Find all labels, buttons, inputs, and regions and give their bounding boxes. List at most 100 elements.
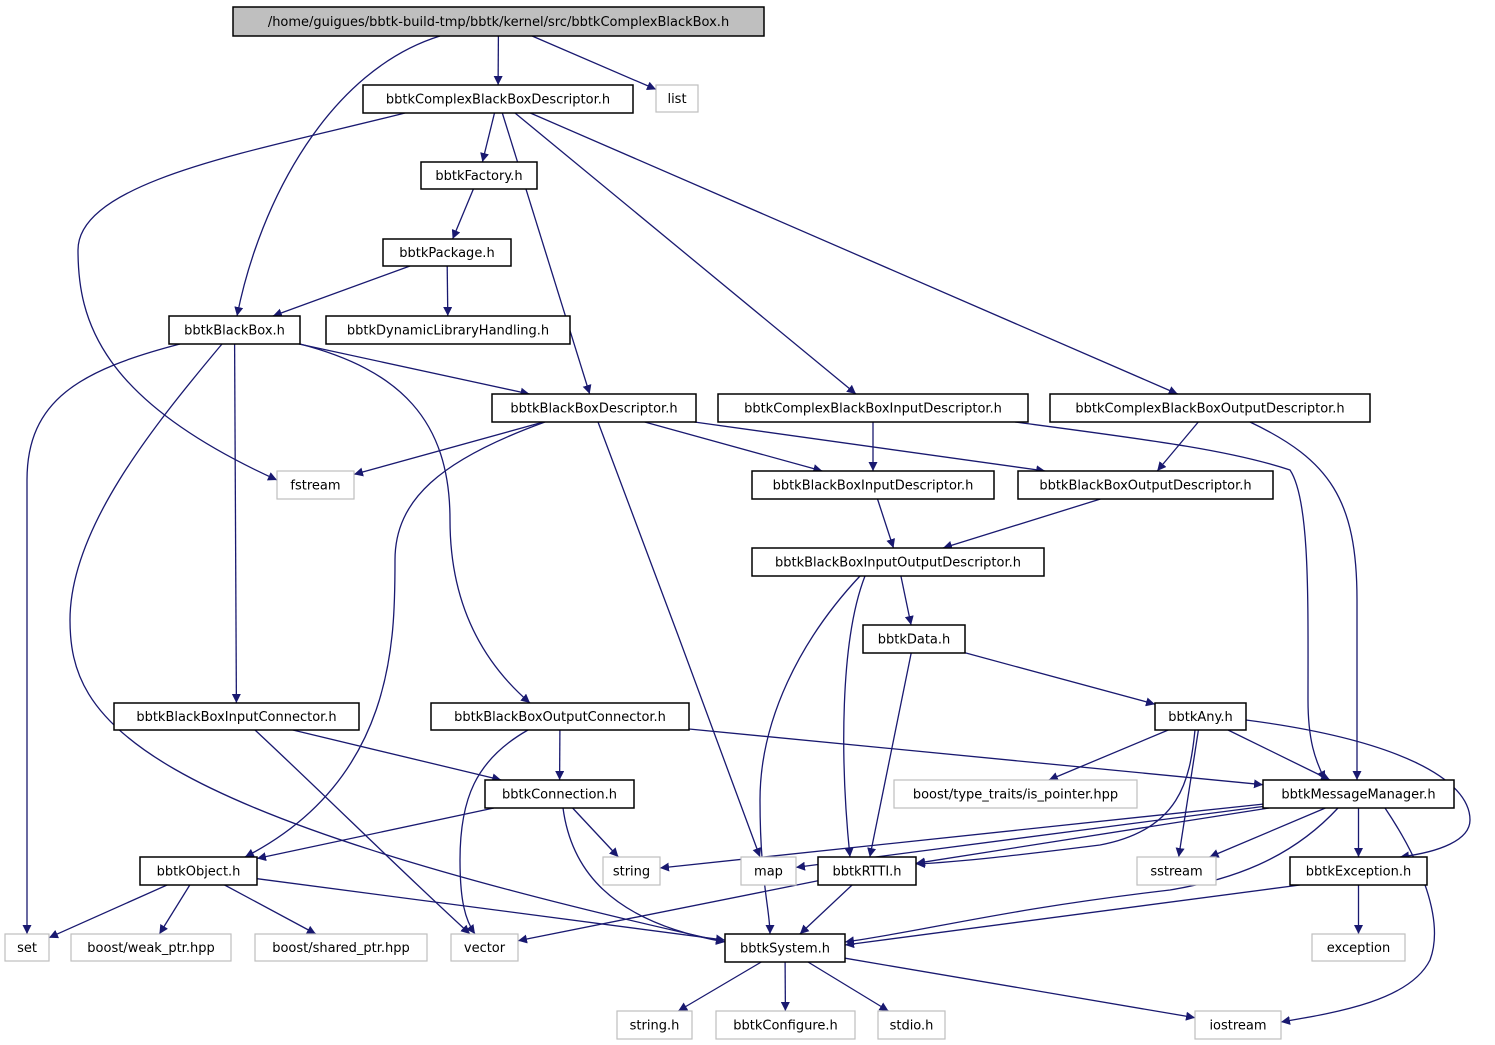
- edge-bboutconn-to-msgmgr: [688, 728, 1264, 789]
- node-stdio: stdio.h: [877, 1010, 946, 1040]
- node-rtti[interactable]: bbtkRTTI.h: [817, 856, 917, 886]
- node-box-exception_h: [1289, 856, 1428, 886]
- edge-any-to-sstream: [1175, 729, 1200, 858]
- node-set: set: [4, 933, 50, 962]
- edge-msgmgr-to-rtti: [915, 807, 1270, 867]
- node-box-vector: [450, 933, 519, 962]
- node-fstream: fstream: [276, 470, 355, 500]
- node-box-any: [1154, 702, 1247, 731]
- edge-blackbox-to-system: [69, 343, 726, 945]
- edge-bbindesc-to-bbiodesc: [876, 498, 895, 549]
- node-data[interactable]: bbtkData.h: [862, 624, 966, 654]
- node-box-sstream: [1136, 856, 1217, 886]
- node-label-list: list: [667, 92, 686, 107]
- node-box-cbbd: [362, 84, 634, 114]
- node-label-package: bbtkPackage.h: [399, 246, 494, 261]
- node-label-data: bbtkData.h: [878, 633, 951, 648]
- edge-object-to-sharedptr: [224, 884, 317, 935]
- node-bbiodesc[interactable]: bbtkBlackBoxInputOutputDescriptor.h: [751, 547, 1045, 577]
- node-object[interactable]: bbtkObject.h: [139, 856, 258, 886]
- edge-any-to-istypepointer: [1048, 729, 1169, 781]
- edge-any-to-rtti: [915, 729, 1196, 869]
- node-label-rtti: bbtkRTTI.h: [832, 865, 901, 880]
- node-label-stringh: string.h: [630, 1019, 680, 1034]
- edge-msgmgr-to-sstream: [1209, 807, 1326, 858]
- node-package[interactable]: bbtkPackage.h: [382, 238, 512, 267]
- node-box-factory: [420, 161, 538, 190]
- node-label-bboutdesc: bbtkBlackBoxOutputDescriptor.h: [1039, 479, 1251, 494]
- node-label-system: bbtkSystem.h: [740, 942, 830, 957]
- node-label-vector: vector: [464, 941, 506, 956]
- edge-bbiodesc-to-system: [759, 575, 861, 935]
- node-box-cbbindesc: [717, 393, 1029, 423]
- node-label-msgmgr: bbtkMessageManager.h: [1281, 788, 1435, 803]
- edge-package-to-dynlib: [443, 265, 453, 317]
- edge-cbbd-to-bbdesc: [501, 112, 592, 395]
- node-box-bboutdesc: [1017, 470, 1274, 500]
- node-list: list: [655, 84, 699, 113]
- node-any[interactable]: bbtkAny.h: [1154, 702, 1247, 731]
- node-vector: vector: [450, 933, 519, 962]
- node-exception_h[interactable]: bbtkException.h: [1289, 856, 1428, 886]
- node-configure: bbtkConfigure.h: [715, 1010, 856, 1040]
- node-label-sharedptr: boost/shared_ptr.hpp: [272, 941, 410, 956]
- edge-bbdesc-to-bboutdesc: [694, 421, 1046, 475]
- node-box-istypepointer: [893, 779, 1138, 809]
- node-box-configure: [715, 1010, 856, 1040]
- node-label-any: bbtkAny.h: [1168, 710, 1232, 725]
- node-box-connection: [484, 779, 635, 809]
- node-box-set: [4, 933, 50, 962]
- node-label-exception_h: bbtkException.h: [1306, 865, 1411, 880]
- node-box-root: [232, 6, 765, 37]
- edge-bbdesc-to-object: [244, 421, 546, 858]
- node-box-map: [740, 856, 797, 886]
- edge-connection-to-object: [256, 807, 495, 862]
- edge-cbboutdesc-to-msgmgr: [1249, 421, 1362, 780]
- node-factory[interactable]: bbtkFactory.h: [420, 161, 538, 190]
- node-msgmgr[interactable]: bbtkMessageManager.h: [1262, 779, 1455, 809]
- node-box-cbboutdesc: [1049, 393, 1371, 423]
- node-bbinconn[interactable]: bbtkBlackBoxInputConnector.h: [113, 702, 360, 731]
- node-bboutdesc[interactable]: bbtkBlackBoxOutputDescriptor.h: [1017, 470, 1274, 500]
- node-root[interactable]: /home/guigues/bbtk-build-tmp/bbtk/kernel…: [232, 6, 765, 37]
- node-box-fstream: [276, 470, 355, 500]
- edge-cbbd-to-factory: [480, 112, 496, 163]
- node-bbindesc[interactable]: bbtkBlackBoxInputDescriptor.h: [751, 470, 995, 500]
- node-cbbindesc[interactable]: bbtkComplexBlackBoxInputDescriptor.h: [717, 393, 1029, 423]
- node-label-istypepointer: boost/type_traits/is_pointer.hpp: [913, 788, 1118, 803]
- node-box-bbinconn: [113, 702, 360, 731]
- node-blackbox[interactable]: bbtkBlackBox.h: [168, 315, 301, 345]
- node-sharedptr: boost/shared_ptr.hpp: [254, 933, 428, 962]
- node-box-exception: [1311, 933, 1406, 962]
- edge-bbdesc-to-bbindesc: [644, 421, 823, 473]
- edge-blackbox-to-bbdesc: [298, 343, 530, 397]
- node-string: string: [602, 856, 661, 886]
- edge-bboutconn-to-vector: [459, 729, 529, 935]
- edge-bbinconn-to-connection: [292, 729, 502, 783]
- node-label-cbbd: bbtkComplexBlackBoxDescriptor.h: [386, 93, 610, 108]
- node-box-package: [382, 238, 512, 267]
- node-system[interactable]: bbtkSystem.h: [724, 933, 846, 963]
- node-box-object: [139, 856, 258, 886]
- node-dynlib[interactable]: bbtkDynamicLibraryHandling.h: [325, 315, 571, 345]
- node-cbbd[interactable]: bbtkComplexBlackBoxDescriptor.h: [362, 84, 634, 114]
- node-box-data: [862, 624, 966, 654]
- node-cbboutdesc[interactable]: bbtkComplexBlackBoxOutputDescriptor.h: [1049, 393, 1371, 423]
- edge-bboutdesc-to-bbiodesc: [942, 498, 1101, 550]
- node-label-string: string: [613, 865, 650, 880]
- edge-any-to-exception_h: [1245, 719, 1471, 861]
- node-bbdesc[interactable]: bbtkBlackBoxDescriptor.h: [491, 393, 697, 423]
- edge-object-to-system: [256, 878, 726, 944]
- node-label-stdio: stdio.h: [890, 1019, 934, 1034]
- node-label-bboutconn: bbtkBlackBoxOutputConnector.h: [454, 710, 666, 725]
- edge-system-to-stringh: [677, 961, 762, 1012]
- node-label-bbindesc: bbtkBlackBoxInputDescriptor.h: [773, 479, 974, 494]
- node-label-cbbindesc: bbtkComplexBlackBoxInputDescriptor.h: [744, 402, 1002, 417]
- edge-bbdesc-to-fstream: [353, 421, 544, 477]
- edge-any-to-msgmgr: [1227, 729, 1331, 781]
- node-bboutconn[interactable]: bbtkBlackBoxOutputConnector.h: [430, 702, 690, 731]
- node-box-bbindesc: [751, 470, 995, 500]
- edge-blackbox-to-bboutconn: [299, 343, 531, 704]
- node-connection[interactable]: bbtkConnection.h: [484, 779, 635, 809]
- edge-connection-to-system: [562, 807, 726, 945]
